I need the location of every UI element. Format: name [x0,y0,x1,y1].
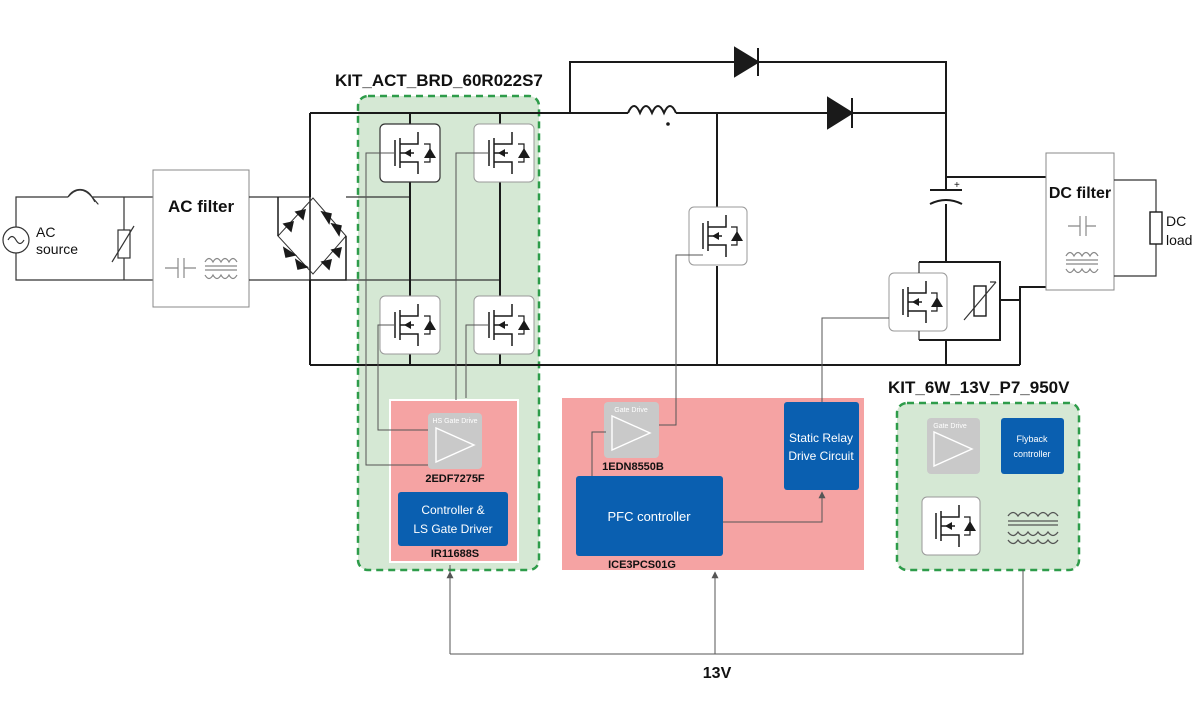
dc-load-icon [1149,211,1163,245]
gate-drive-1edn-amp-icon [611,414,652,452]
part-1edn-label: 1EDN8550B [602,461,664,473]
dc-filter-capacitor-icon [1068,216,1096,236]
ac-filter-choke-icon [204,257,238,280]
dc-load-label-2: load [1166,232,1192,248]
pfc-controller-block [576,476,723,556]
flyback-mosfet-icon [921,496,981,556]
part-ir-label: IR11688S [431,548,479,560]
kit-6w-label: KIT_6W_13V_P7_950V [888,378,1070,397]
svg-text:+: + [954,180,960,191]
mosfet-q3-icon [379,295,441,355]
dc-filter-choke-icon [1065,251,1099,274]
flyback-transformer-icon [1007,511,1059,545]
ac-filter-label: AC filter [168,197,235,216]
gate-drive-kit-block [927,418,980,474]
static-relay-label-2: Drive Circuit [788,449,854,463]
bulk-capacitor-icon [929,189,963,205]
kit-act-brd-label: KIT_ACT_BRD_60R022S7 [335,71,543,90]
ac-source-label-1: AC [36,224,55,240]
ac-source-label-2: source [36,241,78,257]
gate-drive-kit-label: Gate Drive [933,423,967,430]
part-2edf-label: 2EDF7275F [425,473,485,485]
relay-mosfet-icon [888,272,948,332]
diode-bridge-icon [277,197,347,281]
varistor-icon [117,229,131,259]
static-relay-drive-block [784,402,859,490]
controller-ls-driver-block [398,492,508,546]
controller-ls-label-1: Controller & [421,503,484,517]
static-relay-label-1: Static Relay [789,431,853,445]
supply-13v-label: 13V [703,665,732,682]
bypass-diode-icon [734,46,760,78]
pfc-controller-label: PFC controller [607,509,691,524]
dc-filter-label: DC filter [1049,185,1111,202]
hs-gate-drive-label: HS Gate Drive [432,418,477,425]
hs-gate-drive-block [428,413,482,469]
flyback-label-2: controller [1013,449,1050,459]
flyback-controller-block [1001,418,1064,474]
hs-gate-drive-amp-icon [435,426,476,464]
boost-diode-icon [827,96,854,130]
boost-mosfet-icon [688,206,748,266]
ac-source [2,226,30,254]
boost-inductor-icon [627,105,677,116]
gate-drive-kit-amp-icon [933,430,974,468]
ac-filter-capacitor-icon [165,258,196,278]
gate-drive-1edn-label: Gate Drive [614,407,648,414]
flyback-label-1: Flyback [1016,434,1048,444]
ac-filter-box [152,169,250,308]
controller-ls-label-2: LS Gate Driver [413,522,492,536]
dc-load-label-1: DC [1166,213,1186,229]
part-ice-label: ICE3PCS01G [608,559,676,571]
gate-drive-1edn-block [604,402,659,458]
